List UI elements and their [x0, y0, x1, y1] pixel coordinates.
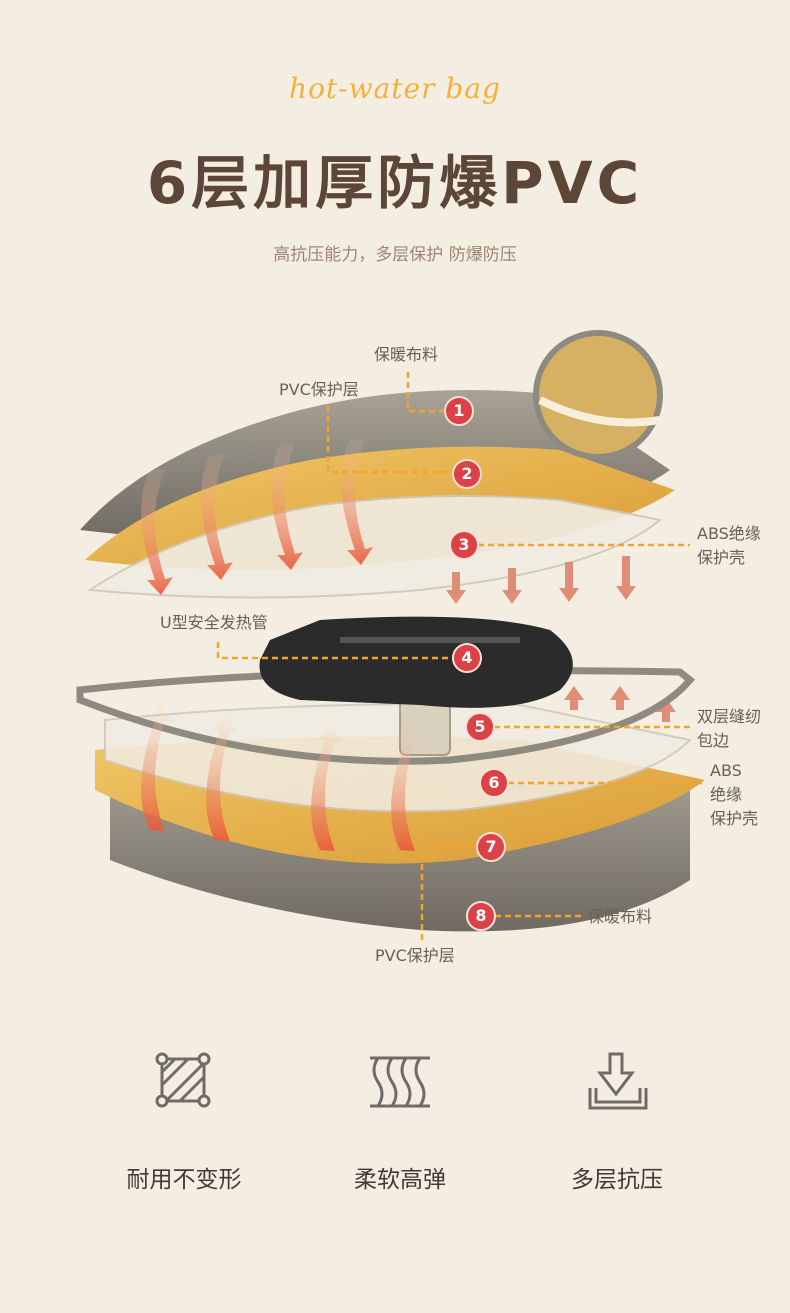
badge-8: 8 [466, 901, 496, 931]
badge-4: 4 [452, 643, 482, 673]
top-abs-shell [87, 495, 663, 599]
label-line: 绝缘 [710, 785, 743, 804]
feature-label-pressure: 多层抗压 [571, 1167, 663, 1193]
badge-5: 5 [465, 712, 495, 742]
page-title: 6层加厚防爆PVC [146, 149, 644, 217]
label-line: 包边 [697, 731, 730, 750]
u-heater-tube [259, 616, 573, 708]
label-line: 双层缝纫 [697, 707, 762, 726]
badge-6: 6 [479, 768, 509, 798]
magnifier-detail [533, 330, 663, 460]
bottom-abs-shell [104, 703, 693, 813]
leader-lines [216, 372, 702, 940]
label-abs-bottom: ABS 绝缘保护壳 [710, 759, 758, 831]
badge-7: 7 [476, 832, 506, 862]
feature-label-soft: 柔软高弹 [354, 1167, 446, 1193]
heat-arrows-down [141, 439, 373, 595]
subtitle: 高抗压能力，多层保护 防爆防压 [273, 245, 517, 265]
label-pvc-top: PVC保护层 [279, 380, 359, 399]
label-line: 保护壳 [710, 809, 759, 828]
label-pvc-bottom: PVC保护层 [375, 946, 455, 965]
label-fabric-bottom: 保暖布料 [588, 907, 653, 926]
label-line: 保护壳 [697, 548, 746, 567]
label-abs-top: ABS绝缘保护壳 [697, 522, 761, 570]
feature-label-durable: 耐用不变形 [126, 1167, 242, 1193]
label-line: ABS绝缘 [697, 524, 761, 543]
script-title: hot-water bag [289, 72, 501, 105]
label-u-heater: U型安全发热管 [160, 613, 268, 632]
label-stitched-edge: 双层缝纫包边 [697, 705, 761, 753]
label-fabric-top: 保暖布料 [374, 345, 439, 364]
badge-2: 2 [452, 459, 482, 489]
label-line: ABS [710, 761, 742, 780]
badge-3: 3 [449, 530, 479, 560]
badge-1: 1 [444, 396, 474, 426]
